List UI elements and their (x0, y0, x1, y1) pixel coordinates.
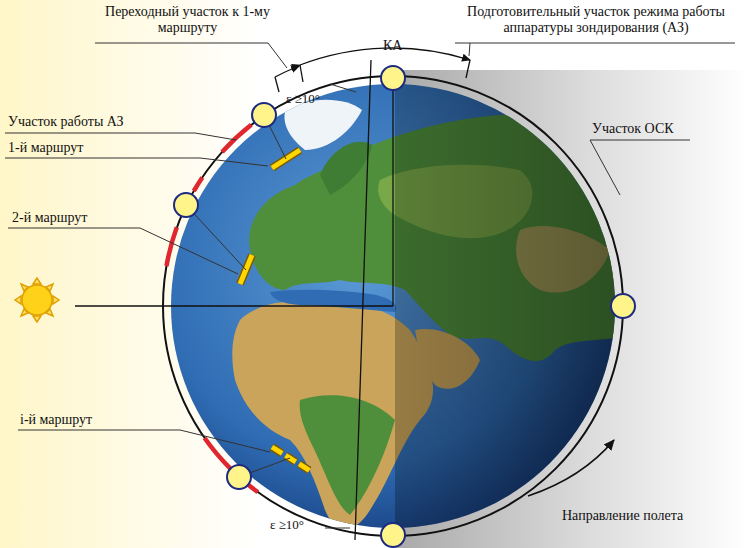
shadow-ground (395, 70, 749, 548)
satellite-marker (174, 66, 635, 547)
satellite-label: КА (383, 38, 402, 54)
route-stripe (240, 150, 312, 472)
section-label: Переходный участок к 1-му маршруту (85, 4, 290, 36)
direction-label: Направление полета (562, 508, 683, 524)
work-section (167, 125, 258, 492)
section-label: Подготовительный участок режима работы а… (450, 4, 742, 36)
angle-label: ε ≥10° (270, 518, 304, 533)
section-label: Участок ОСК (592, 121, 674, 137)
leader-line (5, 43, 735, 528)
route-label: 1-й маршрут (8, 140, 83, 156)
reference-line (75, 60, 393, 540)
section-bracket (275, 48, 470, 92)
earth-globe (171, 80, 640, 540)
route-label: 2-й маршрут (12, 210, 87, 226)
route-label: i-й маршрут (20, 412, 92, 428)
section-label: Участок работы АЗ (8, 114, 124, 130)
angle-label: ε ≥10° (286, 92, 320, 107)
sight-line (186, 115, 290, 477)
direction-arrow (528, 440, 614, 496)
sun-symbol (15, 278, 59, 322)
